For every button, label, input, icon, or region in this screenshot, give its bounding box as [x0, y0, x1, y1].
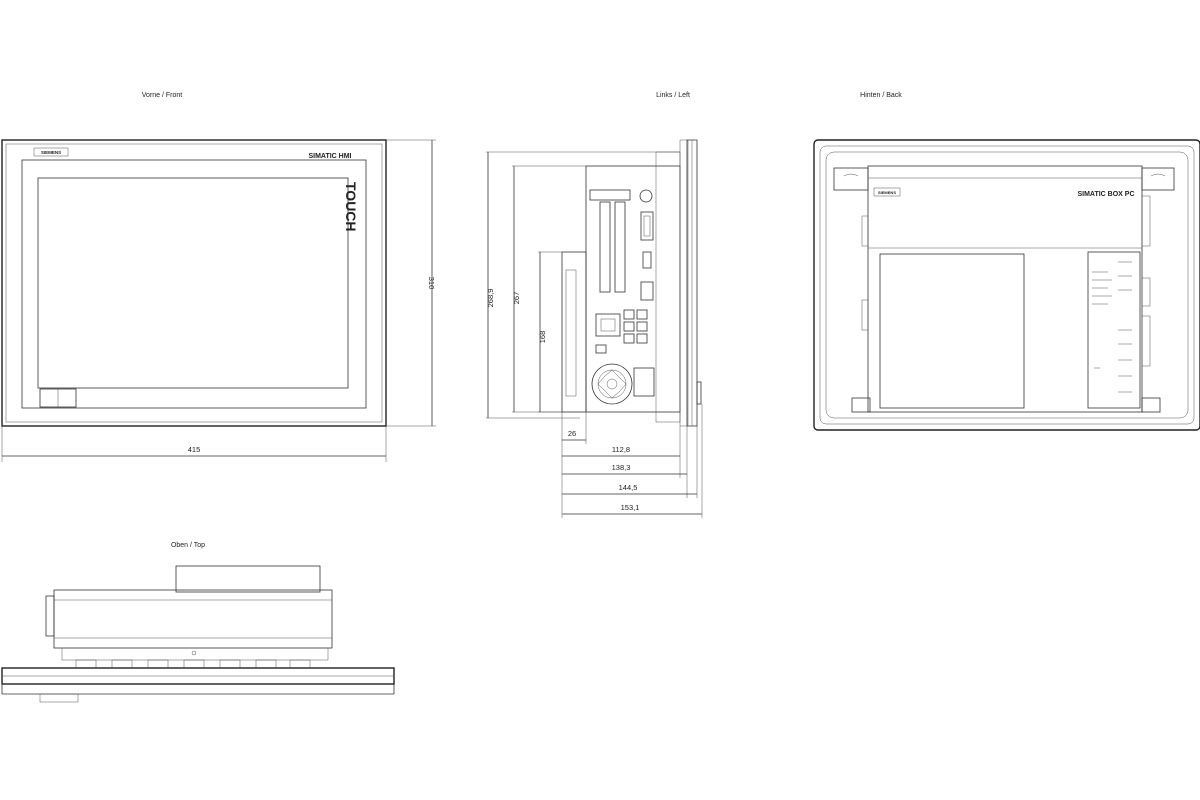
front-height-dim: 310 [427, 277, 436, 290]
left-view-label: Links / Left [656, 92, 690, 99]
left-dim-144: 144,5 [619, 483, 638, 492]
back-cover-plate [879, 253, 1025, 409]
top-view [1, 565, 395, 703]
left-dim-168: 168 [538, 331, 547, 344]
back-view: SIEMENS SIMATIC BOX PC [813, 139, 1200, 431]
left-dim-138: 138,3 [612, 463, 631, 472]
top-view-label: Oben / Top [171, 542, 205, 549]
left-dim-153: 153,1 [621, 503, 640, 512]
left-dim-112: 112,8 [612, 445, 630, 454]
front-view: SIEMENS SIMATIC HMI TOUCH [1, 139, 387, 427]
left-dim-268: 268,9 [486, 289, 495, 308]
svg-text:SIEMENS: SIEMENS [41, 150, 61, 155]
back-siemens-logo [873, 187, 901, 197]
front-touch-label: TOUCH [343, 182, 359, 232]
front-screen [37, 177, 349, 389]
front-brand: SIMATIC HMI [308, 153, 351, 160]
front-dimensions: 310 415 [1, 139, 436, 462]
left-view [561, 139, 702, 427]
back-view-label: Hinten / Back [860, 92, 902, 99]
left-dim-267: 267 [512, 292, 521, 305]
front-width-dim: 415 [188, 445, 201, 454]
front-view-label: Vorne / Front [142, 92, 183, 99]
front-siemens-logo [33, 147, 69, 157]
left-dimensions: 268,9 267 168 26 112,8 138,3 144,5 153,1 [486, 151, 703, 518]
svg-text:SIEMENS: SIEMENS [878, 190, 896, 195]
left-dim-26: 26 [568, 429, 576, 438]
back-rating-label [1087, 251, 1141, 409]
back-brand: SIMATIC BOX PC [1077, 191, 1134, 198]
